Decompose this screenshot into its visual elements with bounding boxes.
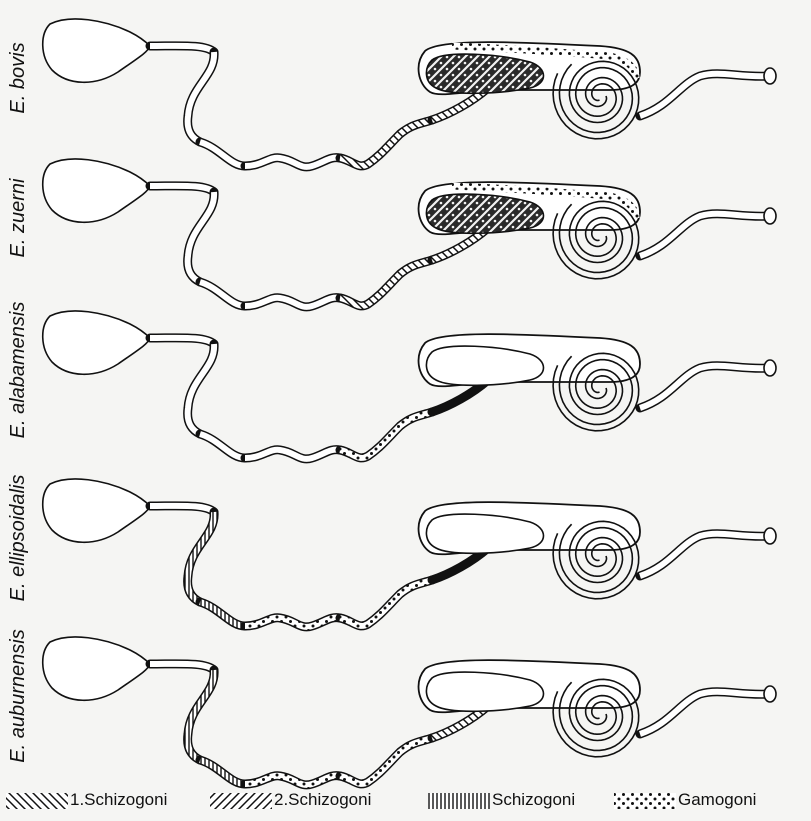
intestine-diagram: [43, 159, 776, 307]
species-label: E. zuerni: [5, 138, 31, 298]
stomach: [43, 311, 150, 374]
species-label: E. auburnensis: [5, 616, 31, 776]
legend-label: Schizogoni: [492, 790, 575, 810]
legend-label: Gamogoni: [678, 790, 756, 810]
legend-swatch-hatch-back: [6, 793, 68, 809]
intestine-segment: [200, 142, 245, 166]
legend-swatch-hatch-fwd: [210, 793, 272, 809]
species-label: E. bovis: [5, 0, 31, 158]
rectum-end: [764, 208, 776, 224]
species-label: E. alabamensis: [5, 290, 31, 450]
stomach: [43, 159, 150, 222]
legend-label: 1.Schizogoni: [70, 790, 167, 810]
intestine-segment: [188, 192, 214, 282]
intestine-diagram: [43, 311, 776, 459]
intestine-segment: [188, 512, 214, 602]
intestine-segment: [188, 670, 214, 760]
intestine-diagram: [43, 637, 776, 785]
intestine-segment: [200, 434, 245, 458]
legend-swatch-dots: [614, 793, 676, 809]
intestine-segment: [188, 52, 214, 142]
intestine-segment: [200, 282, 245, 306]
rectum-end: [764, 528, 776, 544]
intestine-segment: [200, 760, 245, 784]
intestine-segment: [188, 344, 214, 434]
legend-label: 2.Schizogoni: [274, 790, 371, 810]
rectum-end: [764, 360, 776, 376]
intestine-diagram: [43, 19, 776, 167]
species-label: E. ellipsoidalis: [5, 458, 31, 618]
stomach: [43, 479, 150, 542]
rectum-end: [764, 68, 776, 84]
intestine-diagram: [43, 479, 776, 627]
stomach: [43, 19, 150, 82]
rectum-end: [764, 686, 776, 702]
intestine-segment: [200, 602, 245, 626]
stomach: [43, 637, 150, 700]
legend-swatch-vertical: [428, 793, 490, 809]
